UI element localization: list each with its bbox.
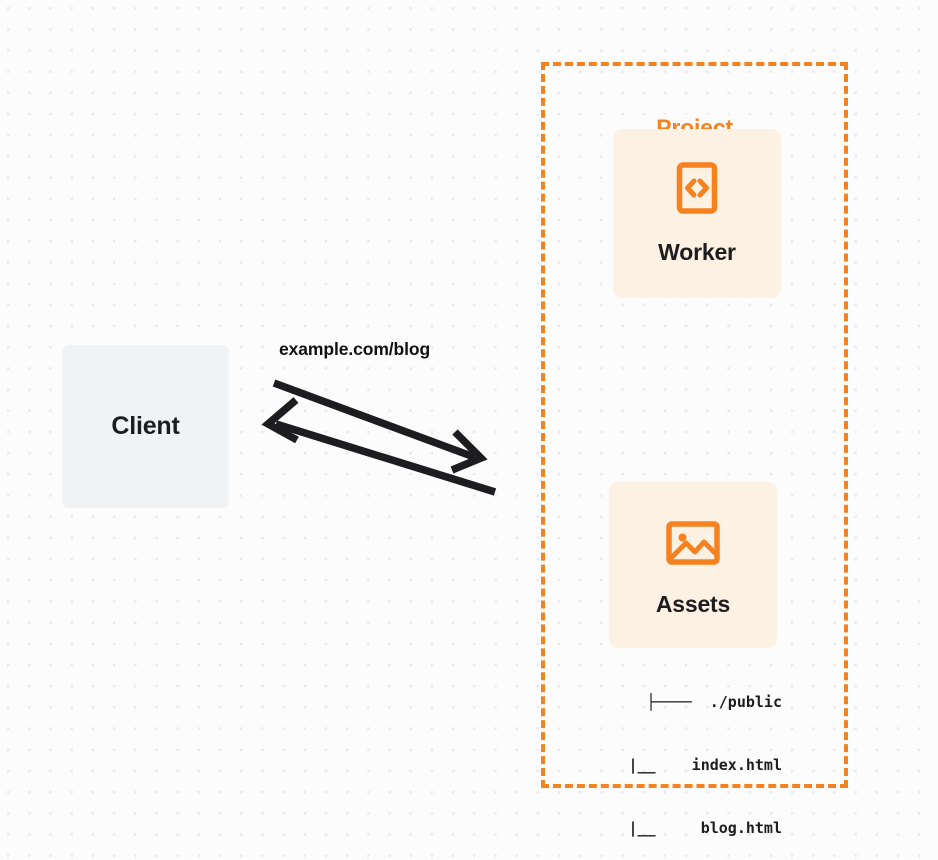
- file-tree-line: |__ blog.html: [601, 819, 782, 837]
- client-node[interactable]: Client: [62, 345, 229, 508]
- file-tree-line: |__ index.html: [601, 756, 782, 774]
- assets-label: Assets: [655, 590, 731, 617]
- request-arrow: [272, 379, 488, 474]
- worker-label: Worker: [658, 239, 736, 265]
- image-icon: [666, 520, 720, 565]
- connection-url-label: example.com/blog: [279, 339, 431, 359]
- response-arrow: [261, 397, 497, 496]
- client-label: Client: [111, 412, 180, 440]
- worker-card[interactable]: Worker: [613, 129, 781, 298]
- assets-file-tree: ├──── ./public |__ index.html |__ blog.h…: [586, 650, 782, 860]
- code-brackets-icon: [676, 162, 718, 214]
- file-tree-line: ├──── ./public: [646, 693, 782, 711]
- assets-card[interactable]: Assets: [609, 482, 777, 648]
